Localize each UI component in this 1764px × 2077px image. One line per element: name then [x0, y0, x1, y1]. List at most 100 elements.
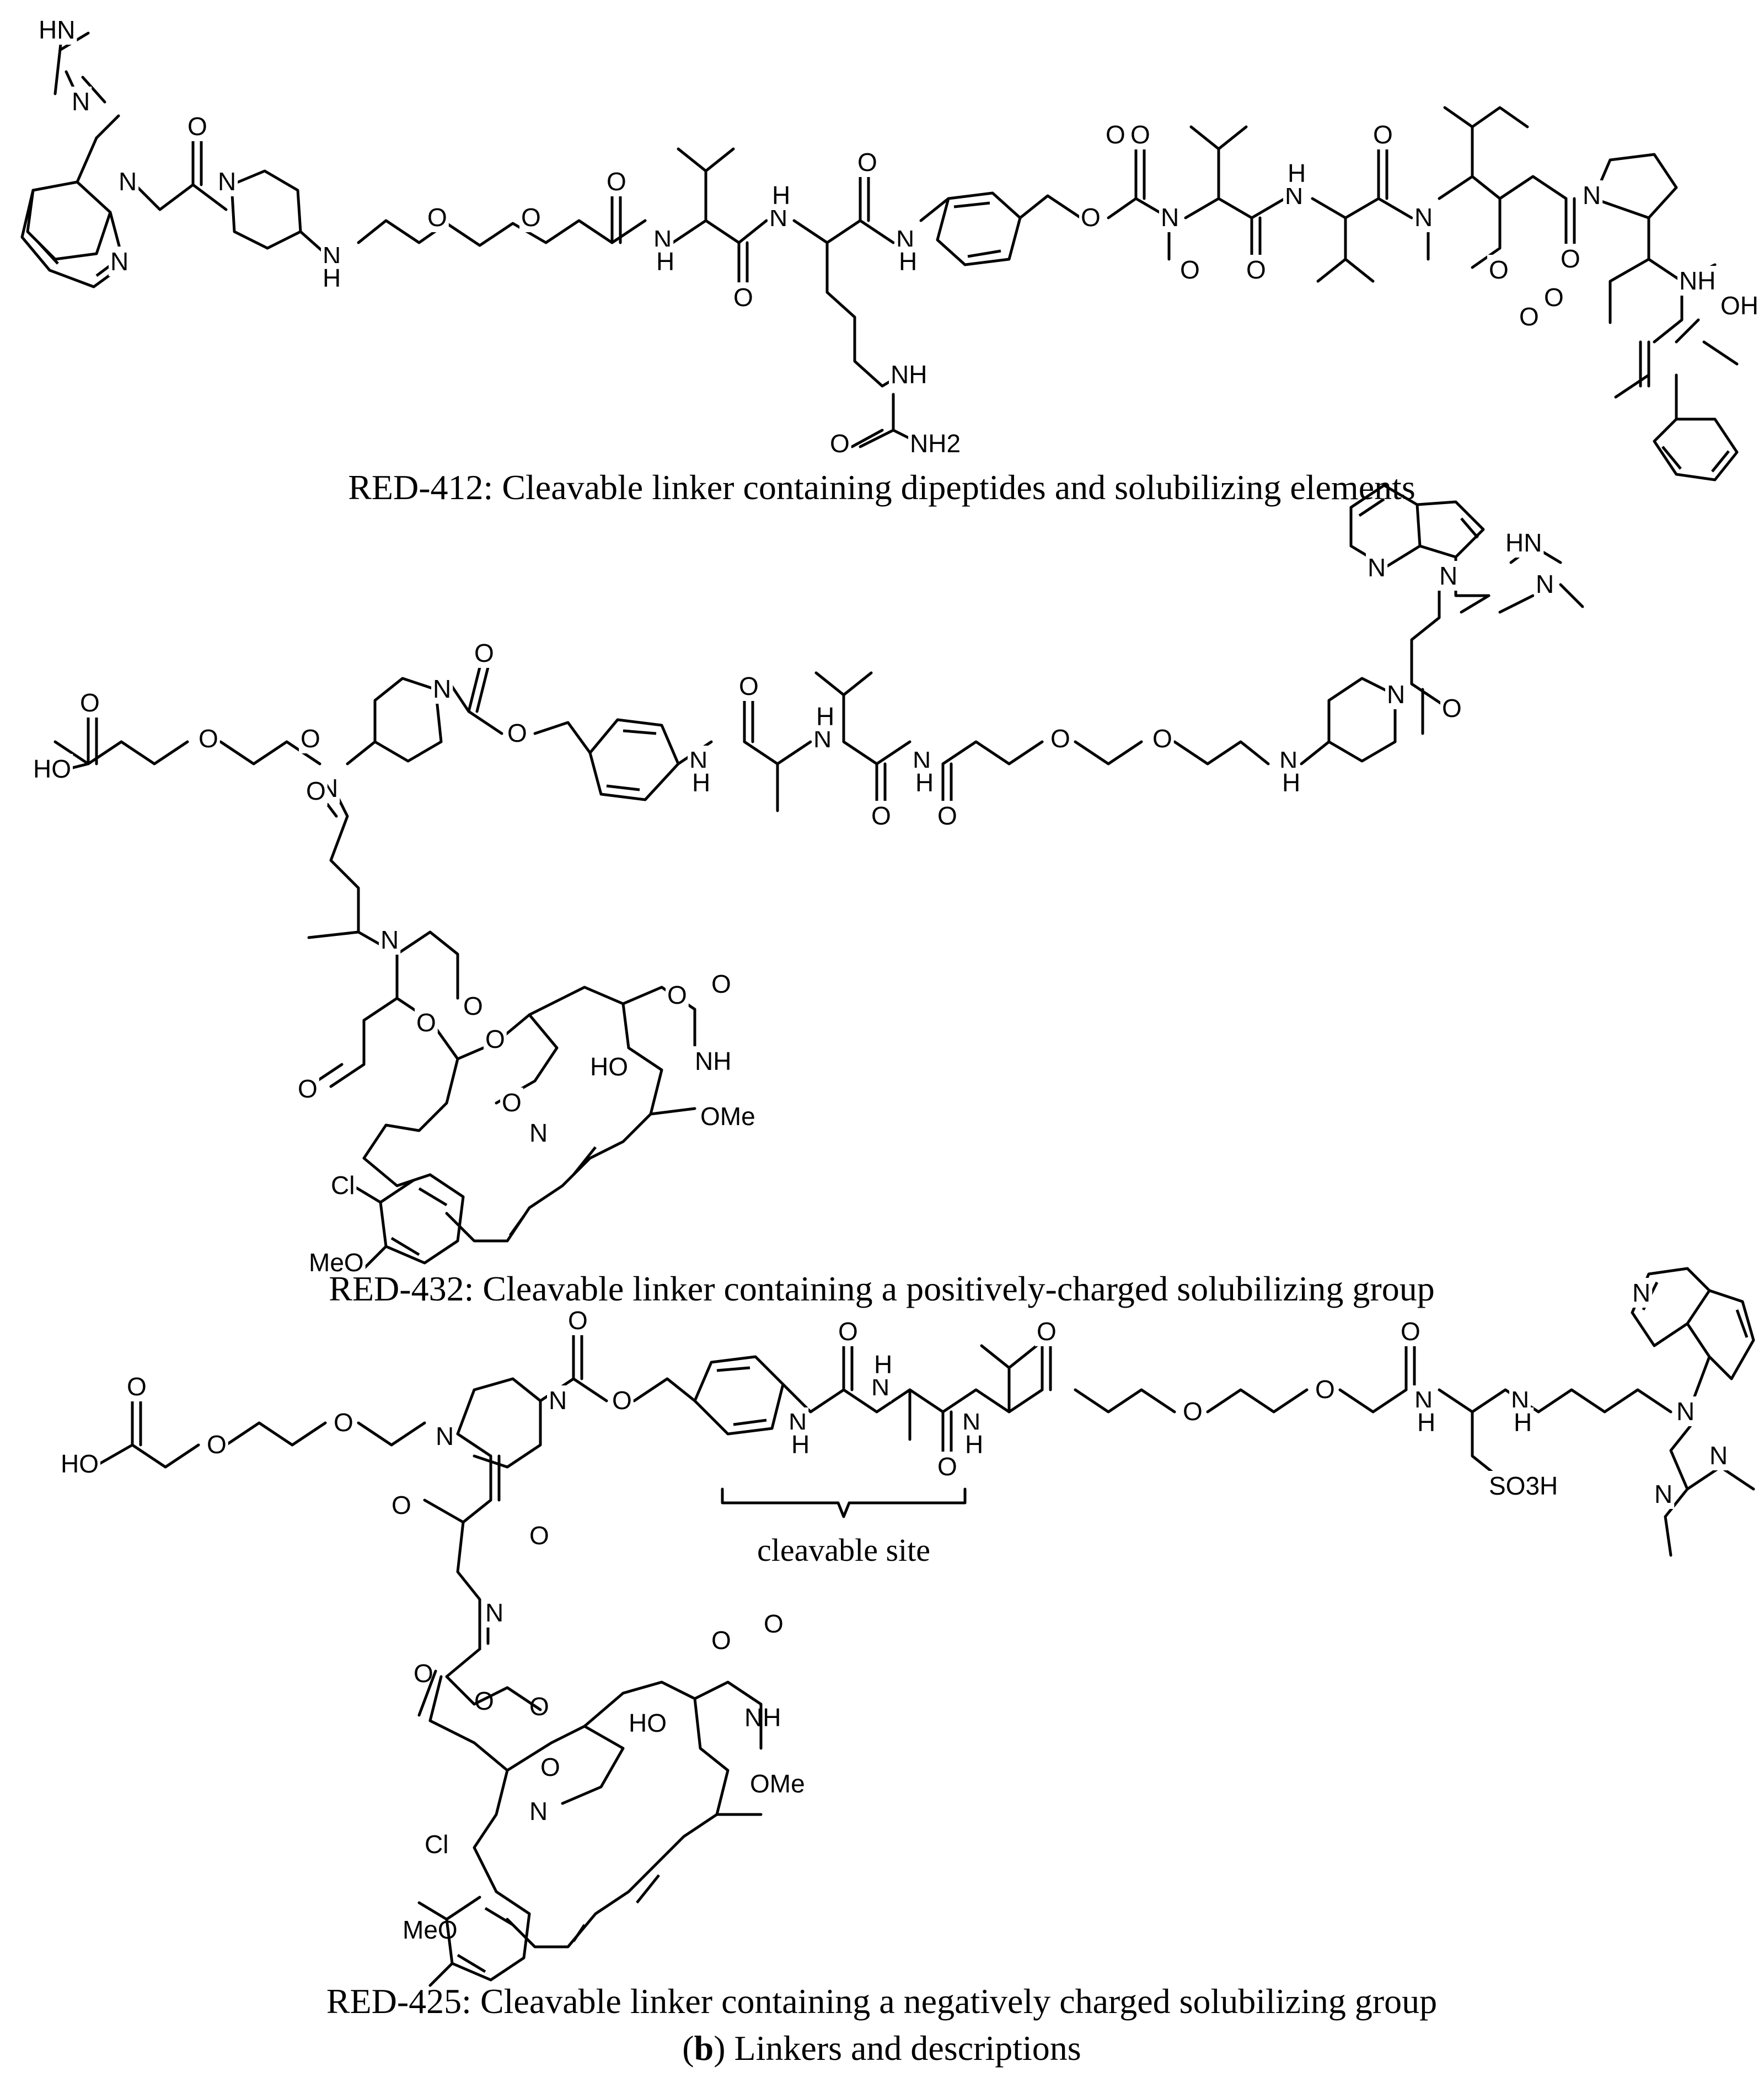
- atom-label-background: [1181, 1396, 1204, 1426]
- atom-label-background: [1151, 724, 1174, 753]
- atom-label-background: [1280, 768, 1302, 797]
- atom-label: H: [772, 181, 790, 210]
- panel-open: (: [682, 2028, 694, 2068]
- cleavable-site-bracket: [721, 1487, 967, 1518]
- atom-label: O: [1315, 1375, 1335, 1404]
- atom-label: HO: [33, 754, 71, 783]
- atom-label-background: [1286, 158, 1308, 188]
- atom-label-background: [431, 674, 453, 704]
- atom-label: OMe: [750, 1769, 805, 1798]
- structure-red-412: HN N N N O N N H O O O N H O N H O N H N…: [20, 15, 1760, 481]
- atom-label: O: [1037, 1317, 1057, 1346]
- atom-label: O: [1152, 724, 1172, 753]
- atom-label: O: [1246, 255, 1266, 284]
- atom-label-background: [1631, 1278, 1653, 1308]
- atom-label-background: [1487, 255, 1510, 285]
- atom-label: H: [874, 1350, 892, 1379]
- atom-label-background: [655, 247, 677, 276]
- atom-label-background: [216, 167, 238, 196]
- atom-label-background: [936, 801, 959, 831]
- atom-label-background: [1049, 724, 1072, 753]
- atom-label-background: [1035, 1316, 1058, 1346]
- atom-label: N: [1583, 181, 1601, 210]
- atom-label-background: [710, 969, 733, 999]
- atom-label: O: [1183, 1397, 1203, 1426]
- atom-label-background: [566, 1305, 589, 1335]
- atom-label-background: [379, 925, 401, 955]
- atom-label-background: [1542, 282, 1565, 312]
- atom-label-background: [528, 1796, 550, 1826]
- atom-label-background: [299, 724, 322, 753]
- atom-label: O: [392, 1491, 411, 1519]
- atom-label: H: [816, 702, 834, 731]
- atom-label-background: [1416, 1407, 1438, 1437]
- atom-label-background: [462, 991, 485, 1021]
- atom-label-background: [908, 429, 963, 458]
- atom-label-background: [737, 671, 760, 701]
- atom-label-background: [197, 724, 220, 753]
- atom-label-background: [1581, 180, 1603, 210]
- atom-label: O: [711, 1626, 731, 1655]
- atom-label: H: [899, 247, 917, 276]
- atom-label: O: [427, 203, 447, 232]
- atom-label-background: [415, 1008, 438, 1037]
- atom-label-background: [837, 1316, 860, 1346]
- atom-label: H: [1288, 159, 1306, 188]
- atom-label-background: [1313, 1374, 1337, 1404]
- atom-label-background: [500, 1088, 523, 1117]
- structure-red-425: HO O O O N N O O N H O N H O N H O O O N…: [59, 1267, 1755, 1987]
- atom-label: N: [380, 925, 399, 954]
- atom-label: O: [502, 1088, 522, 1117]
- atom-label: O: [485, 1025, 505, 1053]
- atom-label: O: [937, 801, 957, 830]
- atom-label: O: [871, 801, 891, 830]
- atom-label-background: [31, 754, 73, 784]
- atom-label: H: [915, 768, 934, 797]
- atom-label: H: [656, 247, 674, 276]
- atom-label: O: [474, 1687, 494, 1715]
- atom-label-background: [1719, 291, 1760, 320]
- atom-label-background: [78, 688, 101, 718]
- atom-label-background: [1245, 255, 1268, 285]
- atom-label: O: [1489, 255, 1509, 284]
- atom-label-background: [627, 1708, 668, 1738]
- atom-label-background: [1399, 1316, 1422, 1346]
- atom-label-background: [1440, 693, 1463, 723]
- atom-label-background: [70, 87, 92, 116]
- atom-label: N: [529, 1797, 548, 1826]
- atom-label-background: [307, 1248, 366, 1277]
- atom-label-background: [693, 1046, 733, 1076]
- atom-label-background: [528, 1118, 550, 1148]
- atom-label-background: [963, 1430, 985, 1459]
- atom-label-background: [1653, 1479, 1675, 1509]
- atom-label: H: [1417, 1408, 1435, 1437]
- atom-label: O: [207, 1430, 227, 1459]
- atom-label-background: [205, 1430, 228, 1459]
- atom-label: O: [739, 672, 759, 700]
- atom-label-background: [473, 638, 496, 668]
- atom-label: SO3H: [1489, 1471, 1558, 1500]
- atom-label: Cl: [425, 1830, 448, 1859]
- atom-label-background: [1079, 202, 1102, 232]
- atom-label-background: [1708, 1441, 1730, 1470]
- atom-label: N: [1632, 1278, 1650, 1307]
- atom-label: N: [1439, 561, 1457, 590]
- atom-label: O: [80, 688, 100, 717]
- atom-label-background: [936, 1452, 959, 1481]
- atom-label-background: [870, 801, 893, 831]
- atom-label-background: [332, 1407, 355, 1437]
- atom-label-background: [897, 247, 919, 276]
- atom-label: O: [607, 167, 626, 196]
- atom-label: N: [1414, 203, 1433, 232]
- atom-label: N: [1676, 1397, 1695, 1426]
- atom-label: H: [791, 1430, 809, 1459]
- atom-label: O: [1081, 203, 1101, 232]
- atom-label-background: [666, 980, 689, 1010]
- atom-label-background: [1366, 553, 1388, 582]
- atom-label: O: [298, 1074, 318, 1103]
- atom-label-background: [484, 1024, 507, 1054]
- atom-label-background: [1487, 1471, 1560, 1501]
- atom-label: N: [1368, 553, 1386, 582]
- atom-label: O: [334, 1408, 353, 1437]
